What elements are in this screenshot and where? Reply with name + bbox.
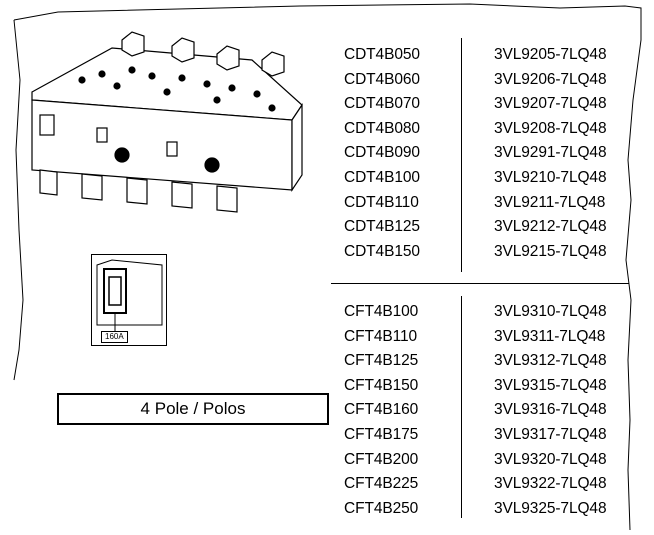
catalog-number-cell: CFT4B150	[344, 377, 419, 394]
catalog-number-cell: CDT4B150	[344, 243, 420, 260]
catalog-number-cell: CFT4B175	[344, 426, 419, 443]
siemens-number-cell: 3VL9207-7LQ48	[494, 95, 607, 112]
table-divider-horizontal	[331, 283, 629, 285]
siemens-number-cell: 3VL9205-7LQ48	[494, 46, 607, 63]
catalog-number-cell: CFT4B160	[344, 401, 419, 418]
catalog-number-cell: CDT4B070	[344, 95, 420, 112]
siemens-number-cell: 3VL9208-7LQ48	[494, 120, 607, 137]
catalog-number-cell: CFT4B250	[344, 500, 419, 517]
pole-label: 4 Pole / Polos	[140, 399, 246, 418]
catalog-number-cell: CFT4B225	[344, 475, 419, 492]
table-divider-vertical-top	[461, 38, 463, 272]
siemens-number-cell: 3VL9317-7LQ48	[494, 426, 607, 443]
pole-label-box: 4 Pole / Polos	[57, 393, 329, 425]
siemens-number-cell: 3VL9311-7LQ48	[494, 328, 606, 345]
catalog-number-cell: CFT4B200	[344, 451, 419, 468]
siemens-number-cell: 3VL9320-7LQ48	[494, 451, 607, 468]
siemens-number-cell: 3VL9325-7LQ48	[494, 500, 607, 517]
catalog-number-cell: CFT4B100	[344, 303, 419, 320]
siemens-number-cell: 3VL9212-7LQ48	[494, 218, 607, 235]
catalog-number-cell: CDT4B090	[344, 144, 420, 161]
rating-label: 160A	[101, 331, 128, 343]
table-divider-vertical-bottom	[461, 296, 463, 518]
siemens-number-cell: 3VL9310-7LQ48	[494, 303, 607, 320]
siemens-number-cell: 3VL9215-7LQ48	[494, 243, 607, 260]
catalog-number-cell: CDT4B100	[344, 169, 420, 186]
siemens-number-cell: 3VL9211-7LQ48	[494, 194, 606, 211]
siemens-number-cell: 3VL9316-7LQ48	[494, 401, 607, 418]
siemens-number-cell: 3VL9315-7LQ48	[494, 377, 607, 394]
siemens-number-cell: 3VL9206-7LQ48	[494, 71, 607, 88]
siemens-number-cell: 3VL9312-7LQ48	[494, 352, 607, 369]
breaker-illustration	[31, 31, 303, 213]
catalog-number-cell: CDT4B125	[344, 218, 420, 235]
siemens-number-cell: 3VL9210-7LQ48	[494, 169, 607, 186]
siemens-number-cell: 3VL9322-7LQ48	[494, 475, 607, 492]
catalog-number-cell: CDT4B060	[344, 71, 420, 88]
catalog-number-cell: CDT4B050	[344, 46, 420, 63]
catalog-number-cell: CDT4B080	[344, 120, 420, 137]
rating-plug-icon	[96, 259, 163, 331]
siemens-number-cell: 3VL9291-7LQ48	[494, 144, 607, 161]
catalog-number-cell: CFT4B110	[344, 328, 417, 345]
rating-plug-detail: 160A	[91, 254, 167, 346]
catalog-number-cell: CFT4B125	[344, 352, 419, 369]
catalog-number-cell: CDT4B110	[344, 194, 419, 211]
